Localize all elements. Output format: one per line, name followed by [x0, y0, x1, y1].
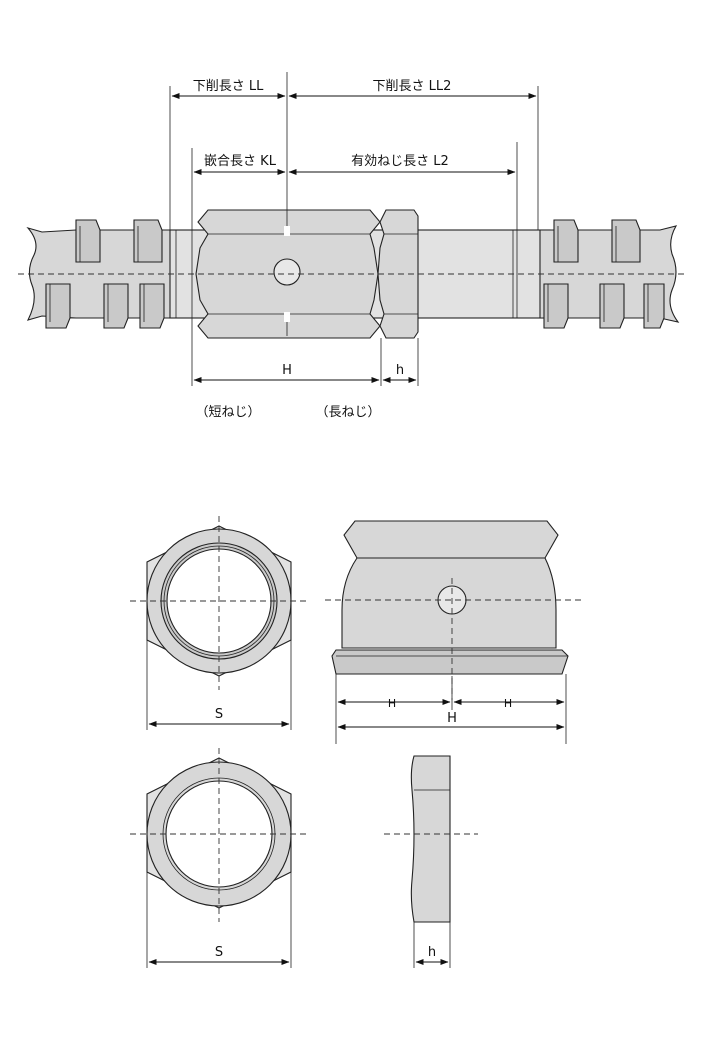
half-h-label-left: H: [388, 697, 396, 710]
short-nut-front-view: S: [130, 748, 310, 968]
s-label-long: S: [215, 707, 223, 722]
ll-label: 下削長さ LL: [193, 79, 264, 94]
inspection-hole: [273, 258, 301, 286]
l2-label: 有効ねじ長さ L2: [351, 154, 449, 169]
full-h-label: H: [447, 711, 457, 726]
assembly-view: 下削長さ LL 下削長さ LL2 嵌合長さ KL 有効ねじ長さ L2 H h （…: [18, 72, 688, 420]
short-nut-side-view: h: [384, 755, 478, 968]
long-nut-front-view: S: [130, 516, 310, 730]
kl-label: 嵌合長さ KL: [204, 154, 277, 169]
long-thread-label: （長ねじ）: [315, 405, 380, 420]
h-label-short: h: [428, 945, 436, 960]
s-label-short: S: [215, 945, 223, 960]
long-nut-side-view: H H H: [325, 520, 585, 744]
h-small-label: h: [396, 363, 404, 378]
h-label: H: [282, 363, 292, 378]
ll2-label: 下削長さ LL2: [373, 79, 452, 94]
short-thread-label: （短ねじ）: [195, 405, 260, 420]
half-h-label-right: H: [504, 697, 512, 710]
